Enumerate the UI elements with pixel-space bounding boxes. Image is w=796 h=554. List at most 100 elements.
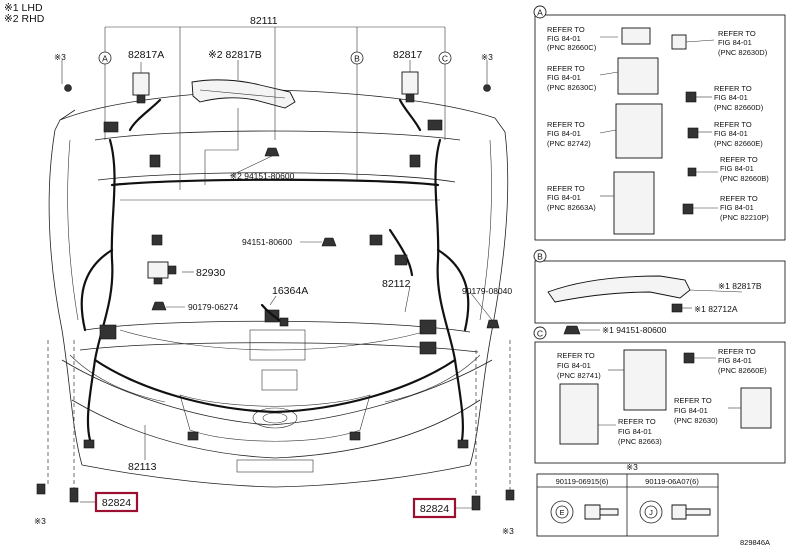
svg-text:REFER TO: REFER TO	[547, 64, 585, 73]
panel-b-82712a-label: ※1 82712A	[694, 304, 738, 314]
panel-a-ref-6[interactable]: REFER TO FIG 84-01 (PNC 82660E)	[714, 120, 763, 148]
svg-text:REFER TO: REFER TO	[714, 120, 752, 129]
svg-text:(PNC 82741): (PNC 82741)	[557, 371, 601, 380]
panel-a-ref-7[interactable]: REFER TO FIG 84-01 (PNC 82660B)	[720, 155, 769, 183]
svg-text:FIG 84-01: FIG 84-01	[547, 73, 581, 82]
svg-text:FIG 84-01: FIG 84-01	[547, 193, 581, 202]
callout-90179-08040: 90179-08040	[462, 286, 512, 296]
svg-text:FIG 84-01: FIG 84-01	[714, 129, 748, 138]
circle-a: A	[98, 51, 112, 65]
svg-text:REFER TO: REFER TO	[718, 347, 756, 356]
svg-text:(PNC 82742): (PNC 82742)	[547, 139, 591, 148]
callout-82111: 82111	[250, 15, 278, 27]
callout-82817: 82817	[393, 49, 422, 61]
svg-text:(PNC 82630C): (PNC 82630C)	[547, 83, 597, 92]
harness-16364a-part	[260, 303, 289, 327]
callout-82817a: 82817A	[128, 49, 164, 61]
bolts-side	[36, 84, 515, 511]
svg-text:(PNC 82660D): (PNC 82660D)	[714, 103, 764, 112]
svg-text:FIG 84-01: FIG 84-01	[714, 93, 748, 102]
svg-text:FIG 84-01: FIG 84-01	[547, 34, 581, 43]
panel-c-ref-4[interactable]: REFER TO FIG 84-01 (PNC 82663)	[618, 417, 662, 446]
bracket-82817b-part	[191, 79, 296, 109]
svg-text:REFER TO: REFER TO	[718, 29, 756, 38]
panel-d-col2: 90119-06A07(6)	[645, 477, 699, 486]
panel-d-col1: 90119-06915(6)	[556, 477, 609, 486]
panel-a-ref-2[interactable]: REFER TO FIG 84-01 (PNC 82630D)	[718, 29, 768, 57]
svg-text:REFER TO: REFER TO	[720, 155, 758, 164]
panel-b-82817b-label: ※1 82817B	[718, 281, 762, 291]
panel-a-ref-1[interactable]: REFER TO FIG 84-01 (PNC 82660C)	[547, 25, 597, 52]
panel-c-tag: C	[537, 329, 543, 339]
note3-top-right: ※3	[481, 52, 493, 62]
svg-text:(PNC 82660E): (PNC 82660E)	[718, 366, 767, 375]
svg-text:FIG 84-01: FIG 84-01	[718, 356, 752, 365]
relay-82817a-part	[132, 72, 150, 104]
panel-c-94151-label: ※1 94151-80600	[602, 325, 667, 335]
svg-text:REFER TO: REFER TO	[557, 351, 595, 360]
relay-82817-part	[401, 71, 419, 103]
panel-c: C	[533, 325, 786, 464]
clamp-90179-part	[151, 301, 500, 329]
panel-a: A	[533, 5, 786, 241]
svg-text:(PNC 82630): (PNC 82630)	[674, 416, 718, 425]
callout-82824-left[interactable]: 82824	[94, 491, 139, 513]
svg-text:REFER TO: REFER TO	[547, 184, 585, 193]
callout-82824-right[interactable]: 82824	[412, 497, 457, 519]
panel-c-ref-1[interactable]: REFER TO FIG 84-01 (PNC 82741)	[557, 351, 601, 380]
svg-text:REFER TO: REFER TO	[547, 25, 585, 34]
panel-a-ref-9[interactable]: REFER TO FIG 84-01 (PNC 82210P)	[720, 194, 769, 222]
svg-text:FIG 84-01: FIG 84-01	[618, 427, 652, 436]
panel-b: B	[533, 249, 786, 324]
panel-b-tag: B	[537, 252, 543, 262]
callout-90179-06274: 90179-06274	[188, 302, 238, 312]
clip-94151-part	[264, 147, 337, 247]
svg-text:(PNC 82660E): (PNC 82660E)	[714, 139, 763, 148]
svg-text:REFER TO: REFER TO	[618, 417, 656, 426]
svg-text:FIG 84-01: FIG 84-01	[674, 406, 708, 415]
callout-82113: 82113	[128, 461, 157, 473]
panel-d: ※3	[536, 462, 719, 537]
panel-a-ref-5[interactable]: REFER TO FIG 84-01 (PNC 82742)	[547, 120, 591, 148]
callout-82112: 82112	[382, 278, 411, 290]
svg-text:(PNC 82660B): (PNC 82660B)	[720, 174, 769, 183]
note3-bottom-left: ※3	[34, 516, 46, 526]
panel-d-sym2: J	[649, 508, 653, 517]
panel-a-ref-3[interactable]: REFER TO FIG 84-01 (PNC 82630C)	[547, 64, 597, 92]
svg-text:(PNC 82210P): (PNC 82210P)	[720, 213, 769, 222]
panel-c-ref-2[interactable]: REFER TO FIG 84-01 (PNC 82660E)	[718, 347, 767, 375]
callout-82824-right-label: 82824	[420, 503, 449, 515]
svg-text:C: C	[442, 54, 448, 64]
callout-82824-left-label: 82824	[102, 497, 131, 509]
panel-a-tag: A	[537, 8, 543, 18]
svg-text:REFER TO: REFER TO	[547, 120, 585, 129]
panel-a-ref-4[interactable]: REFER TO FIG 84-01 (PNC 82660D)	[714, 84, 764, 112]
panel-a-ref-8[interactable]: REFER TO FIG 84-01 (PNC 82663A)	[547, 184, 596, 212]
panel-c-ref-3[interactable]: REFER TO FIG 84-01 (PNC 82630)	[674, 396, 718, 425]
legend-lhd: ※1 LHD	[4, 2, 43, 14]
svg-text:(PNC 82660C): (PNC 82660C)	[547, 43, 597, 52]
note3-top-left: ※3	[54, 52, 66, 62]
callout-82817b: ※2 82817B	[208, 49, 262, 61]
callout-16364a: 16364A	[272, 285, 308, 297]
svg-text:FIG 84-01: FIG 84-01	[547, 129, 581, 138]
svg-text:B: B	[354, 54, 360, 64]
callout-94151-rhd: ※2 94151-80600	[230, 171, 295, 181]
circle-c: C	[438, 51, 452, 65]
callout-82930: 82930	[196, 267, 225, 279]
svg-text:FIG 84-01: FIG 84-01	[557, 361, 591, 370]
svg-text:FIG 84-01: FIG 84-01	[720, 164, 754, 173]
svg-text:FIG 84-01: FIG 84-01	[718, 38, 752, 47]
vehicle-front-drawing	[48, 89, 509, 488]
svg-text:(PNC 82663A): (PNC 82663A)	[547, 203, 596, 212]
note3-bottom-right: ※3	[502, 526, 514, 536]
svg-text:FIG 84-01: FIG 84-01	[720, 203, 754, 212]
svg-text:A: A	[102, 54, 108, 64]
circle-b: B	[350, 51, 364, 65]
svg-text:REFER TO: REFER TO	[674, 396, 712, 405]
callout-94151: 94151-80600	[242, 237, 292, 247]
leader-lines-main	[47, 26, 511, 509]
panel-d-note: ※3	[626, 462, 638, 472]
